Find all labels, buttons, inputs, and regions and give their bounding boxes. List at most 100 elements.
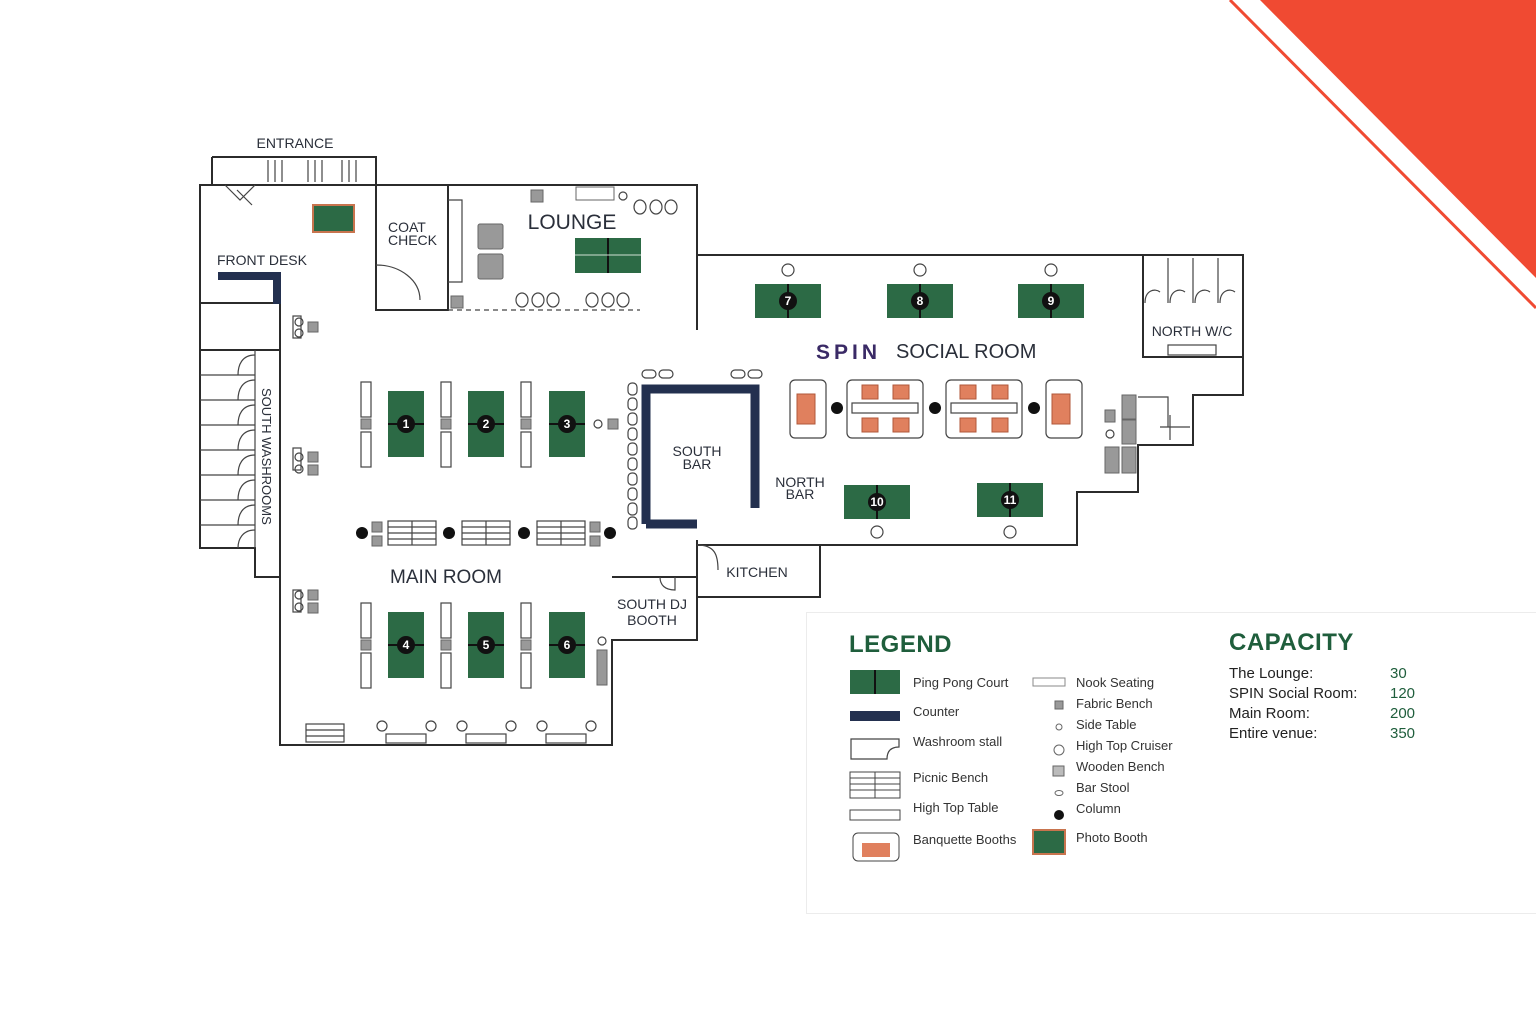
- court-number-label: 6: [564, 638, 571, 652]
- north-bar-label-1: NORTH: [775, 474, 825, 490]
- wooden-benches: [1104, 394, 1137, 474]
- court-number-badge: [477, 636, 495, 654]
- court-number-label: 5: [483, 638, 490, 652]
- main-room-furniture: [292, 315, 1040, 744]
- capacity-main-room-value: 200: [1390, 705, 1416, 722]
- lounge-court: [575, 238, 641, 273]
- wooden-bench-symbol: [1052, 765, 1065, 777]
- picnic-benches: [305, 520, 586, 743]
- spin-logo-label: SPIN: [816, 341, 881, 364]
- south-bar-label-1: SOUTH: [673, 443, 722, 459]
- legend-side-table: Side Table: [1076, 717, 1137, 732]
- corner-accent-line: [1228, 0, 1536, 310]
- photo-booth-symbol: [1032, 829, 1066, 855]
- legend-high-top-table: High Top Table: [913, 800, 999, 815]
- court-number-badge: [397, 415, 415, 433]
- ping-pong-court-8: 8: [887, 284, 953, 318]
- capacity-social-room-value: 120: [1390, 685, 1416, 702]
- ping-pong-courts: 1 2 3 4 5 6 7 8 9 10 11: [388, 284, 1084, 678]
- lounge-stools: [515, 191, 678, 308]
- ping-pong-court-11: 11: [977, 483, 1043, 517]
- court-number-badge: [1042, 292, 1060, 310]
- north-bar-label-2: BAR: [786, 486, 815, 502]
- court-number-label: 2: [483, 417, 490, 431]
- counter-symbol: [850, 711, 900, 721]
- legend-banquette-booths: Banquette Booths: [913, 832, 1017, 847]
- capacity-title: CAPACITY: [1229, 629, 1354, 656]
- south-bar-label-2: BAR: [683, 456, 712, 472]
- bar-stool-symbol: [1054, 790, 1064, 796]
- ping-pong-court-5: 5: [468, 612, 504, 678]
- legend-counter: Counter: [913, 704, 960, 719]
- social-room-cruisers: [781, 263, 1115, 539]
- capacity-lounge-name: The Lounge:: [1229, 665, 1314, 682]
- ping-pong-court-4: 4: [388, 612, 424, 678]
- ping-pong-court-1: 1: [388, 391, 424, 457]
- legend-bar-stool: Bar Stool: [1076, 780, 1130, 795]
- court-number-badge: [868, 493, 886, 511]
- legend-ping-pong-court: Ping Pong Court: [913, 675, 1009, 690]
- room-labels: ENTRANCE FRONT DESK COAT CHECK LOUNGE SP…: [217, 135, 1232, 628]
- legend-wooden-bench: Wooden Bench: [1076, 759, 1165, 774]
- ping-pong-court-symbol: [850, 670, 900, 694]
- south-dj-label-1: SOUTH DJ: [617, 596, 687, 612]
- legend-panel: LEGEND Ping Pong Court Counter Washroom …: [806, 612, 1536, 914]
- legend-photo-booth: Photo Booth: [1076, 830, 1148, 845]
- ping-pong-court-3: 3: [549, 391, 585, 457]
- court-number-label: 8: [917, 294, 924, 308]
- walls: [199, 156, 1244, 746]
- court-number-label: 4: [403, 638, 410, 652]
- coat-check-label-1: COAT: [388, 219, 426, 235]
- court-number-label: 7: [785, 294, 792, 308]
- capacity-social-room-name: SPIN Social Room:: [1229, 685, 1358, 702]
- court-number-label: 10: [870, 495, 884, 509]
- banquette-booth-symbol: [852, 832, 900, 862]
- north-wc-label: NORTH W/C: [1152, 323, 1233, 339]
- court-number-label: 11: [1004, 493, 1017, 507]
- capacity-entire-venue-value: 350: [1390, 725, 1416, 742]
- entrance-label: ENTRANCE: [256, 135, 333, 151]
- legend-title: LEGEND: [849, 631, 953, 658]
- ping-pong-court-7: 7: [755, 284, 821, 318]
- fabric-bench-symbol: [1054, 700, 1064, 710]
- south-dj-label-2: BOOTH: [627, 612, 677, 628]
- court-number-badge: [558, 636, 576, 654]
- court-number-badge: [911, 292, 929, 310]
- side-table-symbol: [1055, 723, 1063, 731]
- main-room-label: MAIN ROOM: [390, 567, 502, 588]
- photo-booth: [312, 204, 355, 233]
- court-number-badge: [477, 415, 495, 433]
- column-symbol: [1054, 810, 1064, 820]
- front-desk-label: FRONT DESK: [217, 252, 308, 268]
- lounge-furniture: [450, 186, 615, 309]
- banquette-booths: [789, 379, 1083, 439]
- ping-pong-court-6: 6: [549, 612, 585, 678]
- legend-column: Column: [1076, 801, 1121, 816]
- court-number-badge: [1001, 491, 1019, 509]
- capacity-entire-venue-name: Entire venue:: [1229, 725, 1318, 742]
- legend-nook-seating: Nook Seating: [1076, 675, 1155, 690]
- court-number-label: 3: [564, 417, 571, 431]
- court-number-badge: [397, 636, 415, 654]
- south-washrooms-label: SOUTH WASHROOMS: [259, 388, 274, 525]
- court-number-badge: [779, 292, 797, 310]
- high-top-table-symbol: [849, 809, 901, 821]
- high-top-cruiser-symbol: [1053, 744, 1065, 756]
- court-number-badge: [558, 415, 576, 433]
- kitchen-label: KITCHEN: [726, 564, 787, 580]
- court-number-label: 1: [403, 417, 410, 431]
- nook-seating-symbol: [1032, 677, 1066, 687]
- legend-washroom-stall: Washroom stall: [913, 734, 1003, 749]
- capacity-lounge-value: 30: [1390, 665, 1407, 682]
- ping-pong-court-9: 9: [1018, 284, 1084, 318]
- corner-accent: [1260, 0, 1536, 278]
- washroom-stall-symbol: [850, 738, 900, 760]
- ping-pong-court-10: 10: [844, 485, 910, 519]
- legend-high-top-cruiser: High Top Cruiser: [1076, 738, 1173, 753]
- picnic-bench-symbol: [849, 771, 901, 799]
- capacity-main-room-name: Main Room:: [1229, 705, 1310, 722]
- legend-picnic-bench: Picnic Bench: [913, 770, 989, 785]
- ping-pong-court-2: 2: [468, 391, 504, 457]
- counters: [218, 272, 760, 529]
